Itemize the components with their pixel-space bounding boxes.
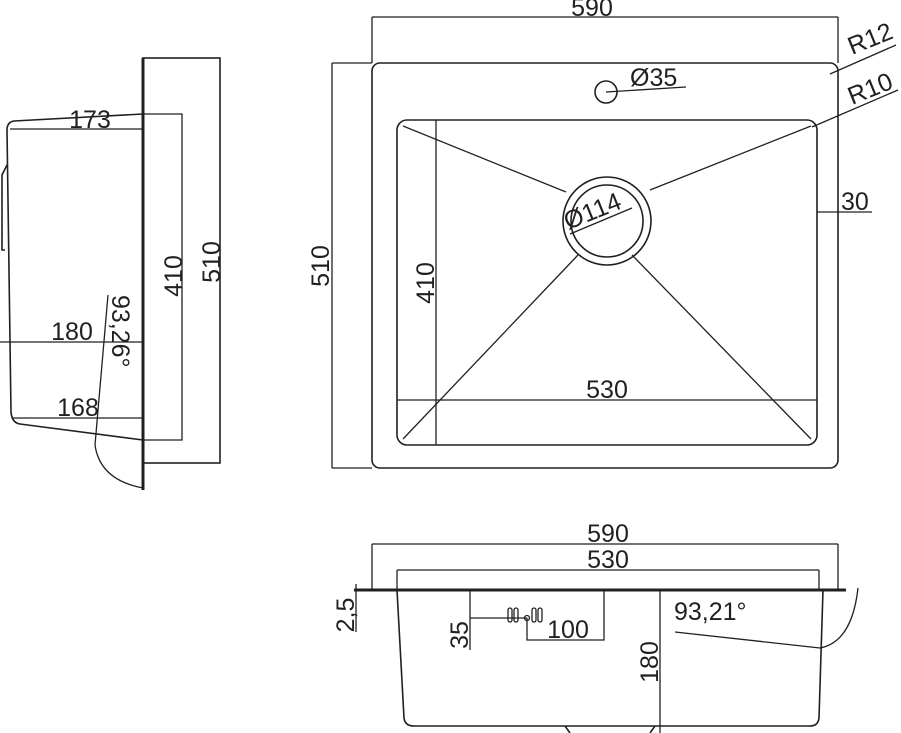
dim-front-bowl: 530 — [587, 546, 629, 574]
side-drain — [1, 164, 8, 251]
front-drain — [564, 725, 656, 733]
dim-front-width: 590 — [587, 520, 629, 548]
top-view: 590 510 410 530 30 R12 R10 Ø35 Ø114 — [307, 0, 899, 469]
dim-bowl-width: 530 — [586, 376, 628, 404]
front-view: 590 530 2,5 35 100 180 93,21° — [332, 520, 859, 733]
dim-side-mid: 180 — [51, 318, 93, 346]
dim-side-bottom: 168 — [57, 394, 99, 422]
dim-side-angle: 93,26° — [106, 295, 134, 368]
dim-side-bowl: 410 — [160, 255, 188, 297]
dim-thickness: 2,5 — [332, 598, 360, 633]
dim-overflow-offset: 35 — [446, 621, 474, 649]
dim-radius-outer: R12 — [844, 17, 897, 60]
tap-hole — [594, 80, 618, 104]
dim-front-depth: 180 — [636, 641, 664, 683]
drain-inner — [570, 184, 644, 258]
dim-overflow-length: 100 — [547, 616, 589, 644]
dim-side-top: 173 — [69, 106, 111, 134]
dim-radius-bowl: R10 — [844, 67, 897, 110]
dim-front-angle: 93,21° — [674, 598, 747, 626]
bowl-outline — [396, 119, 818, 446]
dim-drain: Ø114 — [560, 187, 626, 235]
dim-rim: 30 — [841, 188, 869, 216]
front-bowl — [396, 589, 824, 727]
dim-bowl-depth: 410 — [412, 262, 440, 304]
dim-side-overall: 510 — [198, 241, 226, 283]
side-body — [6, 113, 144, 441]
dim-tap-hole: Ø35 — [630, 64, 677, 92]
drain-outer — [562, 176, 652, 266]
bowl-slope-lines — [402, 125, 812, 440]
sink-outline — [371, 62, 839, 469]
dim-top-width: 590 — [571, 0, 613, 22]
overflow-icon — [507, 607, 543, 623]
side-view: 173 180 168 410 510 93,26° — [0, 57, 226, 490]
dim-top-depth: 510 — [307, 245, 335, 287]
